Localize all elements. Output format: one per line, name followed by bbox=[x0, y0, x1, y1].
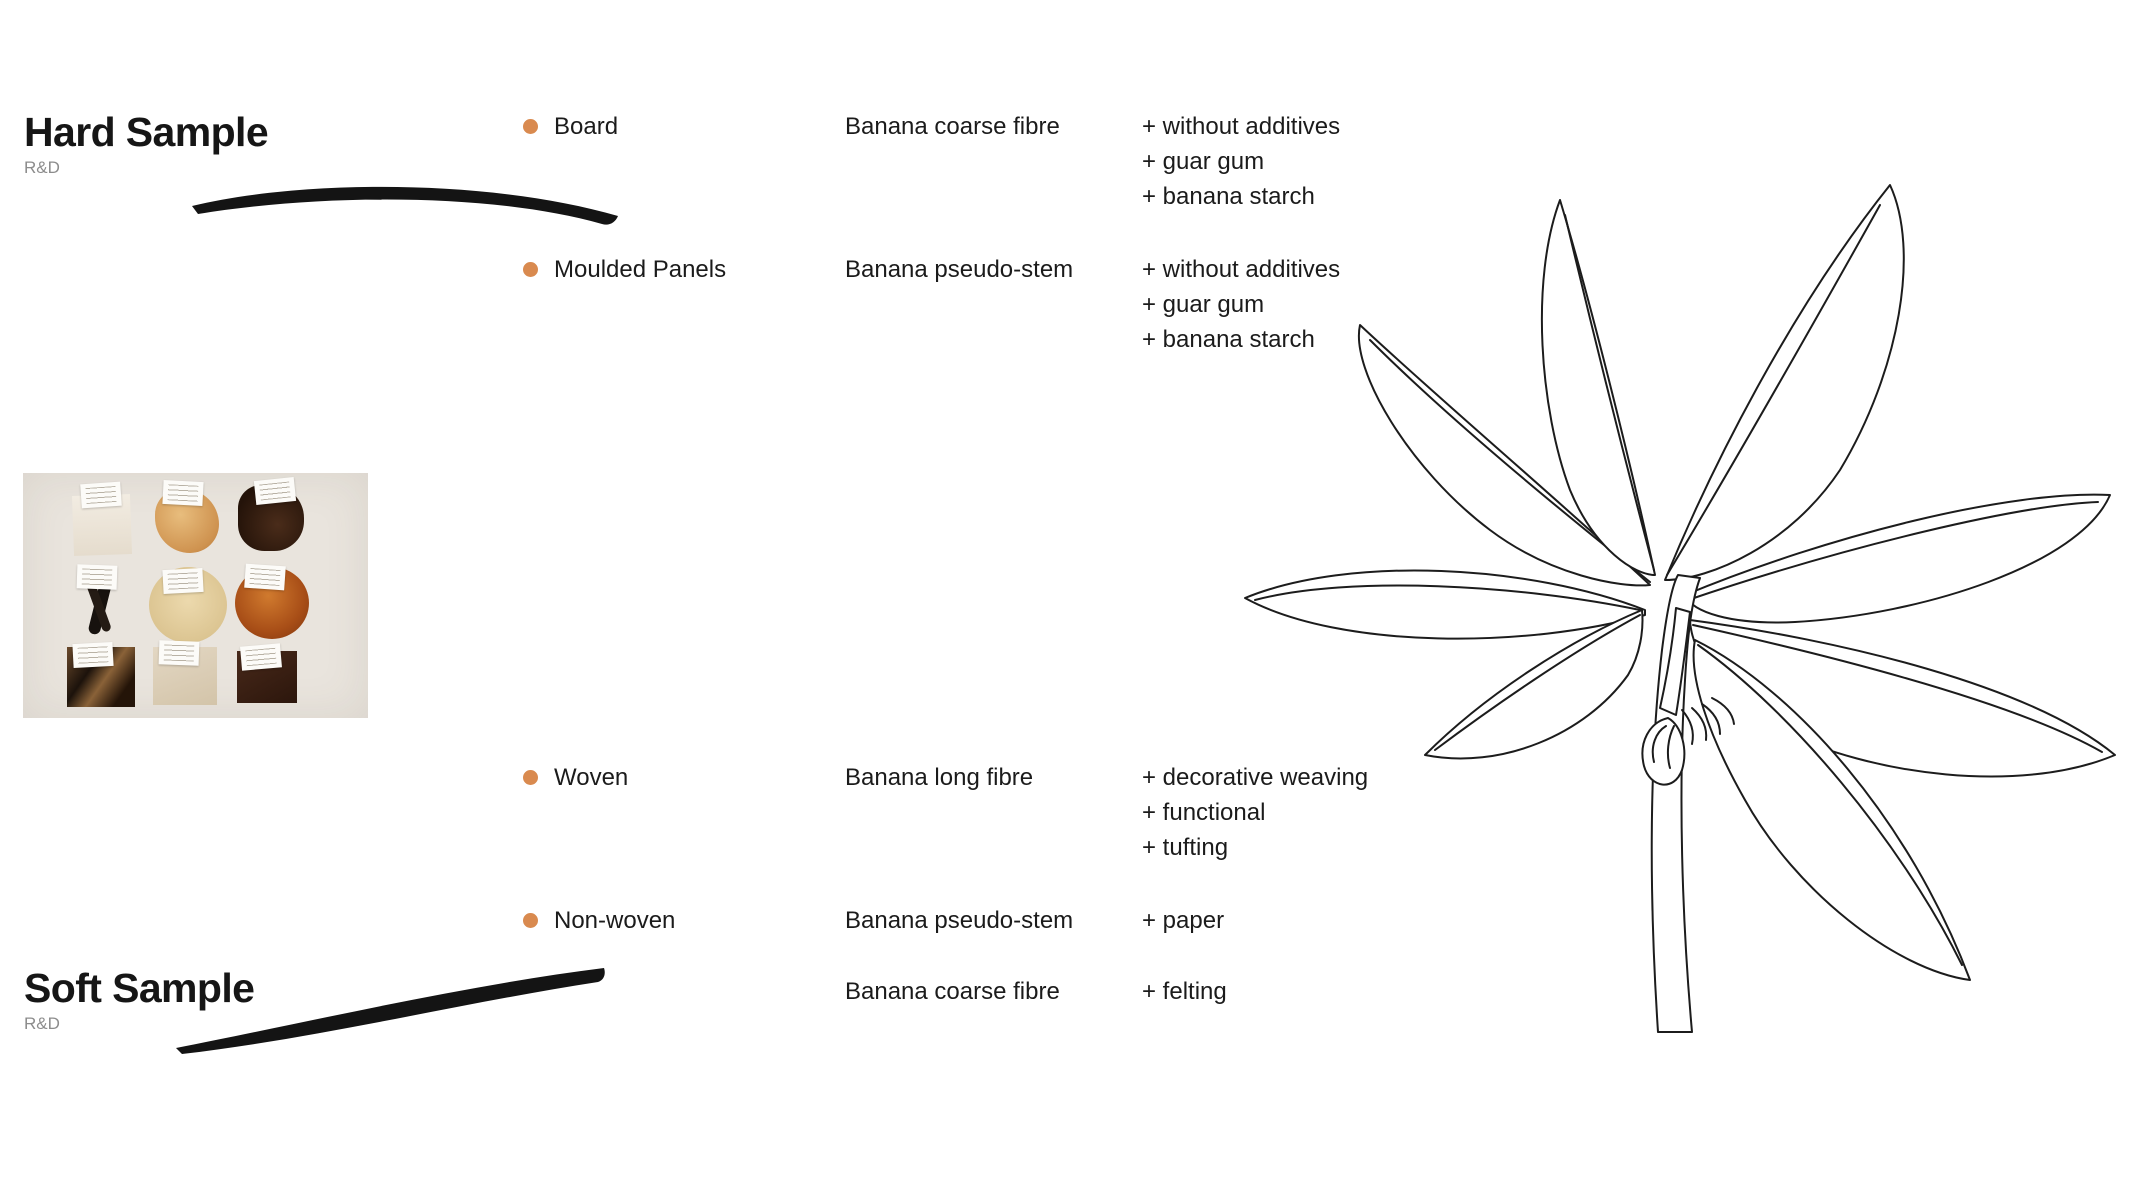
section-subtitle-hard: R&D bbox=[24, 158, 60, 178]
sample-label-tag bbox=[253, 476, 297, 506]
additive-line: + paper bbox=[1142, 907, 1225, 934]
additive-line: + without additives bbox=[1142, 113, 1341, 140]
category-cell: Moulded Panels bbox=[523, 252, 845, 287]
bullet-dot bbox=[523, 262, 538, 277]
section-title-soft: Soft Sample bbox=[24, 965, 255, 1011]
category-cell: Non-woven bbox=[523, 903, 845, 938]
bullet-dot bbox=[523, 913, 538, 928]
category-label: Moulded Panels bbox=[554, 256, 727, 283]
category-label: Board bbox=[554, 113, 619, 140]
sample-label-tag bbox=[72, 641, 114, 669]
additives-list: + decorative weaving + functional + tuft… bbox=[1142, 760, 1368, 865]
material-label: Banana coarse fibre bbox=[845, 978, 1060, 1005]
bullet-dot bbox=[523, 119, 538, 134]
sample-label-tag bbox=[244, 563, 286, 591]
additive-line: + banana starch bbox=[1142, 326, 1315, 353]
sample-label-tag bbox=[240, 643, 282, 671]
additive-line: + without additives bbox=[1142, 256, 1341, 283]
spec-row-felting: Banana coarse fibre + felting bbox=[523, 974, 1227, 1009]
sample-label-tag bbox=[76, 564, 118, 590]
category-cell: Woven bbox=[523, 760, 845, 795]
material-label: Banana coarse fibre bbox=[845, 113, 1060, 140]
hard-sample-section: Hard Sample R&D bbox=[24, 109, 269, 178]
additives-list: + without additives + guar gum + banana … bbox=[1142, 109, 1340, 214]
material-label: Banana long fibre bbox=[845, 764, 1034, 791]
sample-label-tag bbox=[158, 640, 200, 666]
category-label: Woven bbox=[554, 764, 629, 791]
spec-row-board: Board Banana coarse fibre + without addi… bbox=[523, 109, 1340, 214]
category-cell: Board bbox=[523, 109, 845, 144]
sample-label-tag bbox=[80, 481, 122, 509]
spec-row-non-woven: Non-woven Banana pseudo-stem + paper bbox=[523, 903, 1224, 938]
bullet-dot bbox=[523, 770, 538, 785]
additives-list: + paper bbox=[1142, 903, 1224, 938]
spec-row-woven: Woven Banana long fibre + decorative wea… bbox=[523, 760, 1368, 865]
brush-underline-hard bbox=[192, 186, 618, 225]
additive-line: + decorative weaving bbox=[1142, 764, 1369, 791]
section-title-hard: Hard Sample bbox=[24, 109, 269, 155]
banana-plant-illustration bbox=[1244, 184, 2116, 1033]
sample-label-tag bbox=[162, 567, 204, 595]
additive-line: + tufting bbox=[1142, 834, 1229, 861]
section-subtitle-soft: R&D bbox=[24, 1014, 60, 1034]
additives-list: + without additives + guar gum + banana … bbox=[1142, 252, 1340, 357]
additive-line: + guar gum bbox=[1142, 291, 1265, 318]
brush-underline-soft bbox=[176, 968, 605, 1054]
material-label: Banana pseudo-stem bbox=[845, 256, 1074, 283]
soft-sample-section: Soft Sample R&D bbox=[24, 965, 255, 1034]
spec-row-moulded-panels: Moulded Panels Banana pseudo-stem + with… bbox=[523, 252, 1340, 357]
material-label: Banana pseudo-stem bbox=[845, 907, 1074, 934]
additives-list: + felting bbox=[1142, 974, 1227, 1009]
additive-line: + felting bbox=[1142, 978, 1227, 1005]
samples-photo bbox=[23, 473, 368, 718]
additive-line: + banana starch bbox=[1142, 183, 1315, 210]
sample-label-tag bbox=[162, 479, 204, 507]
category-cell bbox=[523, 974, 845, 1009]
additive-line: + functional bbox=[1142, 799, 1266, 826]
additive-line: + guar gum bbox=[1142, 148, 1265, 175]
category-label: Non-woven bbox=[554, 907, 676, 934]
